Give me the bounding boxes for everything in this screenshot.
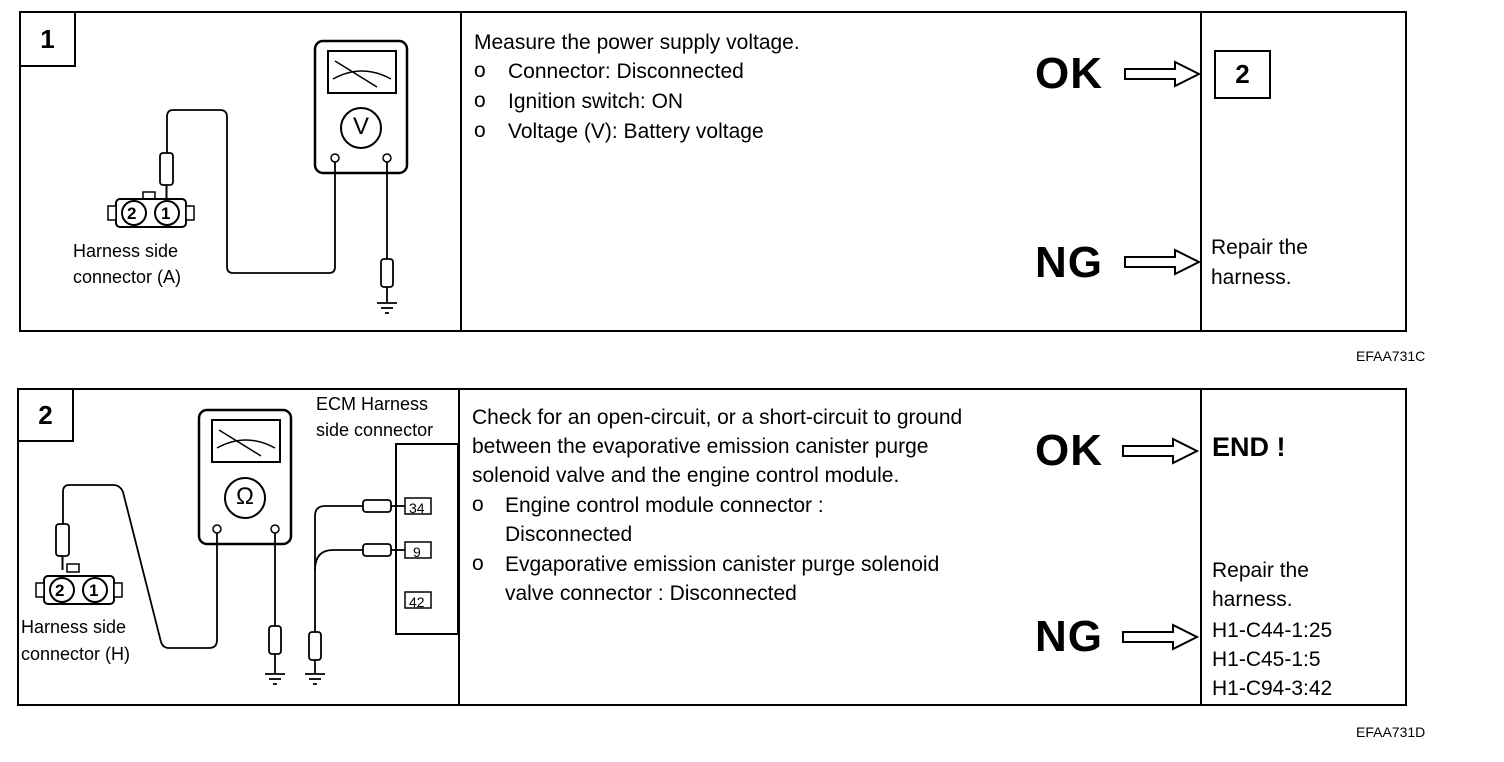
instruction-item-line: Engine control module connector : bbox=[505, 494, 824, 517]
ecm-probe bbox=[362, 499, 392, 513]
instruction-item: Voltage (V): Battery voltage bbox=[508, 120, 764, 143]
ground-probe bbox=[380, 258, 394, 288]
ecm-pin-box bbox=[404, 591, 432, 609]
pin-label-2: 2 bbox=[127, 204, 137, 223]
ecm-pin-9: 9 bbox=[413, 544, 421, 560]
ground-probe bbox=[308, 631, 322, 661]
ng-result-line: Repair the bbox=[1212, 559, 1309, 582]
ecm-pin-42: 42 bbox=[409, 594, 425, 610]
bullet-marker: o bbox=[472, 493, 484, 516]
bullet-marker: o bbox=[472, 552, 484, 575]
ecm-pin-34: 34 bbox=[409, 500, 425, 516]
next-step-box: 2 bbox=[1214, 50, 1271, 99]
ecm-label-line2: side connector bbox=[316, 420, 434, 440]
pin-label-1: 1 bbox=[89, 581, 99, 600]
ng-result-line: harness. bbox=[1212, 588, 1293, 611]
bullet-marker: o bbox=[474, 89, 486, 112]
ok-result: END ! bbox=[1212, 432, 1286, 462]
instruction-item: Ignition switch: ON bbox=[508, 90, 684, 113]
ok-arrow-icon bbox=[1124, 60, 1202, 88]
step-2-panel: 2 bbox=[17, 388, 1407, 706]
bullet-marker: o bbox=[474, 59, 486, 82]
meter-dial bbox=[340, 107, 382, 149]
instruction-heading-line: between the evaporative emission caniste… bbox=[472, 435, 929, 458]
divider-result bbox=[1200, 390, 1202, 704]
figure-code: EFAA731C bbox=[1356, 348, 1426, 364]
pin-label-2: 2 bbox=[55, 581, 65, 600]
instruction-item-line: valve connector : Disconnected bbox=[505, 582, 797, 605]
ng-arrow-icon bbox=[1122, 623, 1200, 651]
ng-result-line: H1-C45-1:5 bbox=[1212, 648, 1321, 671]
ng-arrow-icon bbox=[1124, 248, 1202, 276]
ecm-label-line1: ECM Harness bbox=[316, 394, 429, 414]
instruction-item: Connector: Disconnected bbox=[508, 60, 744, 83]
ng-label: NG bbox=[1035, 238, 1103, 287]
connector-label-line2: connector (A) bbox=[73, 267, 182, 287]
ng-label: NG bbox=[1035, 612, 1103, 661]
instruction-item-line: Evgaporative emission canister purge sol… bbox=[505, 553, 940, 576]
meter-display bbox=[327, 50, 397, 94]
instruction-heading-line: Check for an open-circuit, or a short-ci… bbox=[472, 406, 963, 429]
ng-result-line: H1-C44-1:25 bbox=[1212, 619, 1333, 642]
ecm-pin-box bbox=[404, 541, 432, 559]
step-1-panel: 1 V 2 1 Harness side connector (A) Measu… bbox=[19, 11, 1407, 332]
meter-symbol: V bbox=[352, 113, 369, 140]
bullet-marker: o bbox=[474, 119, 486, 142]
ecm-pin-box bbox=[404, 497, 432, 515]
ok-label: OK bbox=[1035, 426, 1103, 475]
divider-figure bbox=[460, 13, 462, 330]
pin-label-1: 1 bbox=[161, 204, 171, 223]
ng-result-line: Repair the bbox=[1211, 236, 1308, 259]
instruction-heading: Measure the power supply voltage. bbox=[474, 31, 800, 54]
instruction-heading-line: solenoid valve and the engine control mo… bbox=[472, 464, 900, 487]
meter-symbol: Ω bbox=[236, 483, 254, 510]
ng-result-line: H1-C94-3:42 bbox=[1212, 677, 1333, 700]
probe-connector bbox=[55, 523, 70, 557]
connector-label-line1: Harness side bbox=[21, 617, 127, 637]
figure-code: EFAA731D bbox=[1356, 724, 1426, 740]
ok-label: OK bbox=[1035, 49, 1103, 98]
ecm-probe bbox=[362, 543, 392, 557]
step-number: 2 bbox=[17, 388, 74, 442]
probe-connector bbox=[159, 152, 174, 186]
meter-dial bbox=[224, 477, 266, 519]
step-number: 1 bbox=[19, 11, 76, 67]
divider-result bbox=[1200, 13, 1202, 330]
divider-figure bbox=[458, 390, 460, 704]
instruction-item-line: Disconnected bbox=[505, 523, 633, 546]
connector-label-line1: Harness side bbox=[73, 241, 179, 261]
ok-arrow-icon bbox=[1122, 437, 1200, 465]
connector-label-line2: connector (H) bbox=[21, 644, 131, 664]
ground-probe bbox=[268, 625, 282, 655]
voltmeter-diagram bbox=[107, 39, 409, 314]
meter-display bbox=[211, 419, 281, 463]
ohmmeter-diagram bbox=[35, 408, 459, 685]
ng-result-line: harness. bbox=[1211, 266, 1292, 289]
